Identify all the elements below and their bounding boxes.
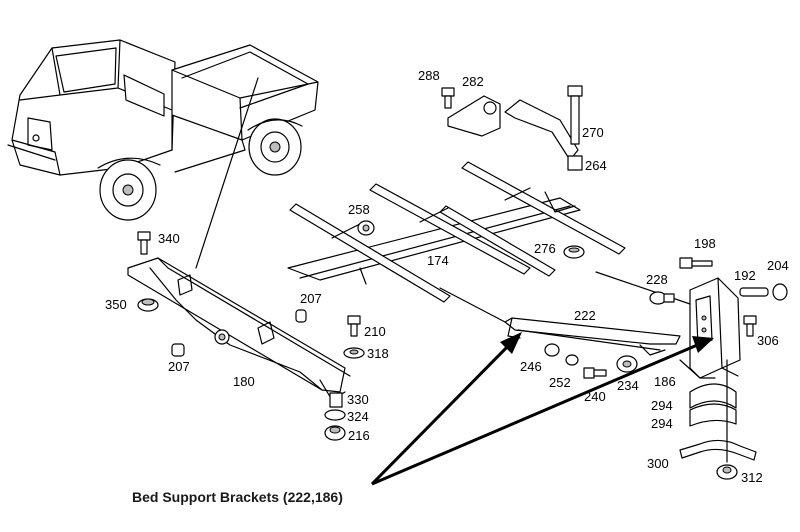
label-252: 252 <box>549 375 571 390</box>
label-210: 210 <box>364 324 386 339</box>
label-228: 228 <box>646 272 668 287</box>
label-270: 270 <box>582 125 604 140</box>
hardware-left <box>137 231 365 441</box>
label-288: 288 <box>418 68 440 83</box>
label-174: 174 <box>427 253 449 268</box>
label-222: 222 <box>574 308 596 323</box>
part-labels: 288 282 270 264 258 174 276 198 192 204 … <box>105 68 789 485</box>
label-207-right: 207 <box>300 291 322 306</box>
label-204: 204 <box>767 258 789 273</box>
label-300: 300 <box>647 456 669 471</box>
label-340: 340 <box>158 231 180 246</box>
label-207-left: 207 <box>168 359 190 374</box>
label-258: 258 <box>348 202 370 217</box>
support-bracket-186 <box>679 257 788 480</box>
label-312: 312 <box>741 470 763 485</box>
label-276: 276 <box>534 241 556 256</box>
label-198: 198 <box>694 236 716 251</box>
label-350: 350 <box>105 297 127 312</box>
label-282: 282 <box>462 74 484 89</box>
label-330: 330 <box>347 392 369 407</box>
label-186: 186 <box>654 374 676 389</box>
label-318: 318 <box>367 346 389 361</box>
top-hardware <box>441 85 583 171</box>
support-bracket-222 <box>439 271 691 356</box>
cross-frame-174 <box>287 161 626 303</box>
label-294-upper: 294 <box>651 398 673 413</box>
truck-illustration <box>7 39 319 269</box>
label-324: 324 <box>347 409 369 424</box>
label-234: 234 <box>617 378 639 393</box>
label-192: 192 <box>734 268 756 283</box>
bed-rail-180 <box>127 257 351 401</box>
label-246: 246 <box>520 359 542 374</box>
callout-arrows <box>370 332 714 486</box>
label-306: 306 <box>757 333 779 348</box>
arrowhead-222 <box>500 332 522 354</box>
label-180: 180 <box>233 374 255 389</box>
label-264: 264 <box>585 158 607 173</box>
arrowhead-186 <box>692 336 714 353</box>
caption-bed-support-brackets: Bed Support Brackets (222,186) <box>132 489 343 505</box>
label-216: 216 <box>348 428 370 443</box>
hardware-center <box>544 291 675 379</box>
label-294-lower: 294 <box>651 416 673 431</box>
label-240: 240 <box>584 389 606 404</box>
